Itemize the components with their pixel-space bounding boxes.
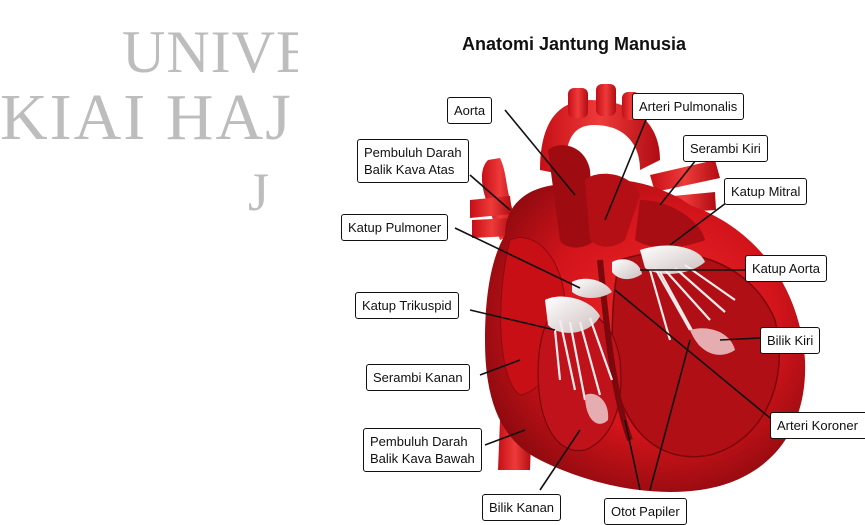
label-katup-trikuspid: Katup Trikuspid — [355, 292, 459, 319]
label-katup-pulmoner: Katup Pulmoner — [341, 214, 448, 241]
label-pembuluh-kava-bawah: Pembuluh Darah Balik Kava Bawah — [363, 428, 482, 472]
label-pembuluh-kava-bawah-line2: Balik Kava Bawah — [370, 450, 475, 467]
arch-branch-1 — [568, 88, 588, 118]
label-otot-papiler: Otot Papiler — [604, 498, 687, 525]
label-pembuluh-kava-bawah-line1: Pembuluh Darah — [370, 433, 475, 450]
label-aorta: Aorta — [447, 97, 492, 124]
label-pembuluh-kava-atas: Pembuluh Darah Balik Kava Atas — [357, 139, 469, 183]
label-serambi-kanan: Serambi Kanan — [366, 364, 470, 391]
label-katup-aorta: Katup Aorta — [745, 255, 827, 282]
label-pembuluh-kava-atas-line1: Pembuluh Darah — [364, 144, 462, 161]
label-serambi-kiri: Serambi Kiri — [683, 135, 768, 162]
pulmonary-vein-right-1 — [650, 160, 720, 192]
label-arteri-pulmonalis: Arteri Pulmonalis — [632, 93, 744, 120]
arch-branch-2 — [596, 84, 616, 116]
label-katup-mitral: Katup Mitral — [724, 178, 807, 205]
label-arteri-koroner: Arteri Koroner — [770, 412, 865, 439]
label-bilik-kiri: Bilik Kiri — [760, 327, 820, 354]
label-bilik-kanan: Bilik Kanan — [482, 494, 561, 521]
label-pembuluh-kava-atas-line2: Balik Kava Atas — [364, 161, 462, 178]
